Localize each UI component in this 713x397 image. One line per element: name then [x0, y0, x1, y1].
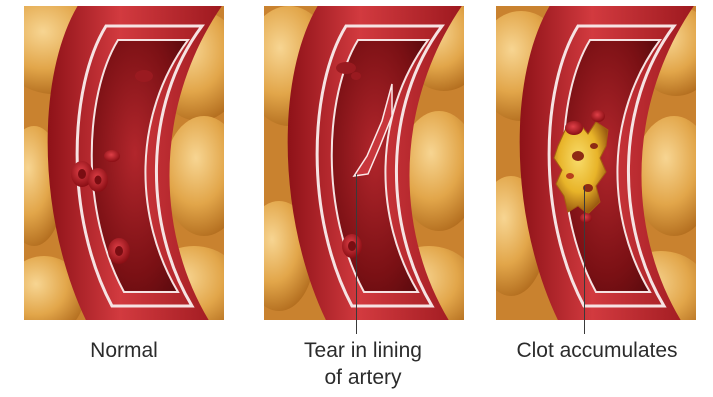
caption-tear-line2: of artery	[268, 365, 458, 391]
caption-normal: Normal	[54, 338, 194, 364]
tear-leader-line	[356, 174, 357, 334]
artery-panel-tear	[264, 6, 464, 320]
clot-leader-line	[584, 186, 585, 334]
caption-tear-line1: Tear in lining	[268, 338, 458, 364]
artery-illustration-tear	[264, 6, 464, 320]
artery-illustration-clot	[496, 6, 696, 320]
artery-panel-clot	[496, 6, 696, 320]
artery-panel-normal	[24, 6, 224, 320]
artery-illustration-normal	[24, 6, 224, 320]
caption-clot: Clot accumulates	[484, 338, 710, 364]
